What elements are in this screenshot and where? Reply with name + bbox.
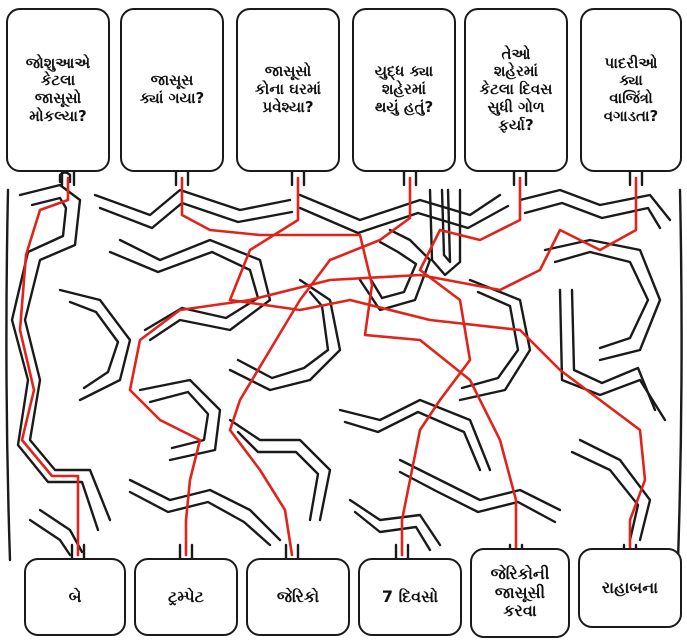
question-bubble-4: યુદ્ધ ક્યા શહેરમાં થયું હતું? <box>352 8 456 172</box>
question-text-6: પાદરીઓ ક્યા વાજિંત્રો વગાડતા? <box>604 55 659 126</box>
question-bubble-3: જાસૂસો કોના ઘરમાં પ્રવેશ્યા? <box>236 8 340 172</box>
answer-text-3: જેરિકો <box>277 588 319 607</box>
solution-path-1 <box>20 178 78 555</box>
question-text-3: જાસૂસો કોના ઘરમાં પ્રવેશ્યા? <box>255 63 321 116</box>
question-bubble-1: જોશુઆએ કેટલા જાસૂસો મોકલ્યા? <box>6 8 110 172</box>
question-bubble-6: પાદરીઓ ક્યા વાજિંત્રો વગાડતા? <box>580 8 682 172</box>
answer-text-6: રાહાબના <box>602 579 658 598</box>
answer-bubble-3: જેરિકો <box>246 558 350 636</box>
question-text-1: જોશુઆએ કેટલા જાસૂસો મોકલ્યા? <box>26 55 90 126</box>
question-bubble-5: તેઓ શહેરમાં કેટલા દિવસ સુધી ગોળ ફર્યા? <box>464 8 568 172</box>
maze-walls <box>6 172 681 560</box>
question-text-4: યુદ્ધ ક્યા શહેરમાં થયું હતું? <box>375 63 434 116</box>
question-bubble-2: જાસૂસ ક્યાં ગયા? <box>120 8 224 172</box>
answer-text-2: ટ્રમ્પેટ <box>168 588 204 607</box>
answer-bubble-4: 7 દિવસો <box>358 558 462 636</box>
answer-text-5: જેરિકોની જાસૂસી કરવા <box>491 565 550 622</box>
answer-bubble-6: રાહાબના <box>578 548 682 628</box>
question-text-5: તેઓ શહેરમાં કેટલા દિવસ સુધી ગોળ ફર્યા? <box>480 46 553 134</box>
question-text-2: જાસૂસ ક્યાં ગયા? <box>140 72 204 107</box>
answer-text-4: 7 દિવસો <box>382 588 438 607</box>
solution-path-5 <box>402 178 520 555</box>
answer-bubble-1: બે <box>24 558 126 636</box>
answer-bubble-2: ટ્રમ્પેટ <box>134 558 238 636</box>
solution-paths <box>20 178 645 555</box>
solution-path-6 <box>130 178 636 555</box>
answer-bubble-5: જેરિકોની જાસૂસી કરવા <box>470 548 570 638</box>
answer-text-1: બે <box>69 588 82 607</box>
